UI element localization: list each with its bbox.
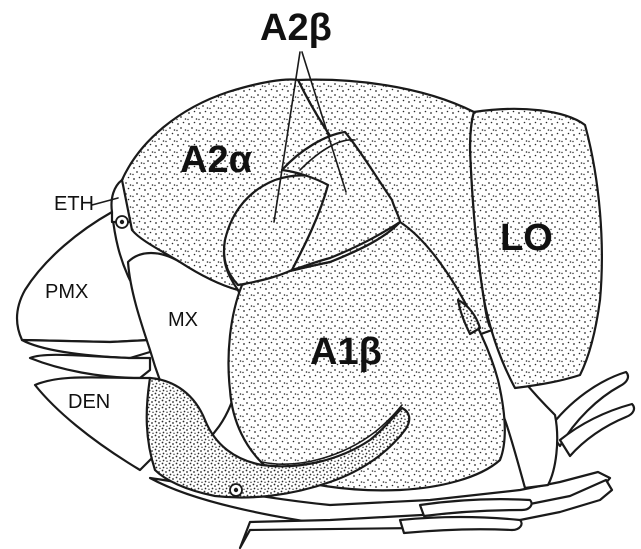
gill-ray-3 [400,517,522,533]
label-a2b: A2β [260,7,332,49]
label-den: DEN [68,391,110,413]
label-a1b: A1β [310,331,382,373]
label-eth: ETH [54,193,94,215]
label-lo: LO [500,217,553,259]
label-a2a: A2α [180,139,252,181]
dentary [30,355,150,378]
label-pmx: PMX [45,281,88,303]
pore-marker-dot [234,488,238,492]
label-mx: MX [168,309,198,331]
nostril-marker-dot [120,220,124,224]
